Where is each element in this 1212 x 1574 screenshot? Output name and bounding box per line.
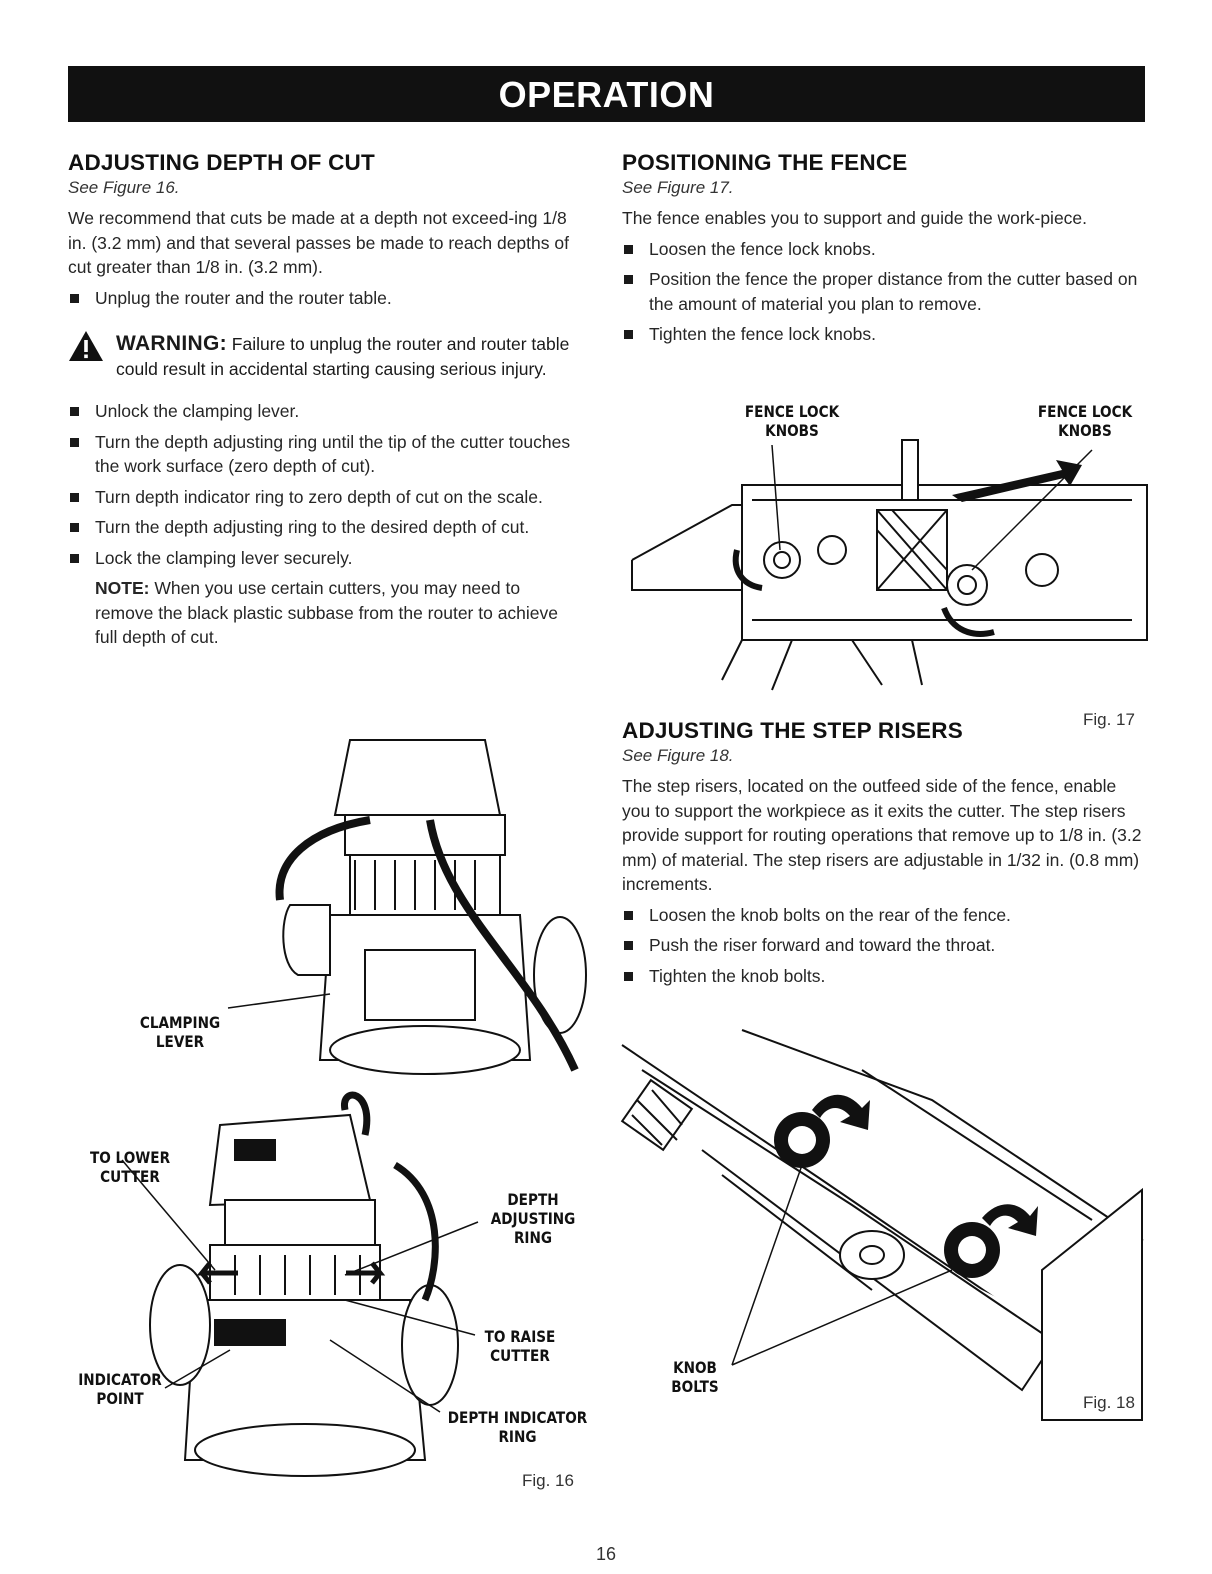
list-item: Loosen the knob bolts on the rear of the…: [622, 903, 1147, 928]
list-item: Turn depth indicator ring to zero depth …: [68, 485, 578, 510]
fence-illustration: [631, 439, 1148, 691]
callout-fence-lock-knobs-left: FENCE LOCK KNOBS: [744, 402, 840, 440]
see-figure-17: See Figure 17.: [622, 178, 734, 197]
depth-bullets-2: Unlock the clamping lever. Turn the dept…: [68, 399, 578, 570]
fig-17-label: Fig. 17: [1083, 710, 1135, 729]
see-figure-18: See Figure 18.: [622, 746, 734, 765]
list-item: Loosen the fence lock knobs.: [622, 237, 1147, 262]
fig-18-label: Fig. 18: [1083, 1393, 1135, 1412]
warning-block: WARNING: Failure to unplug the router an…: [68, 331, 578, 381]
risers-bullets: Loosen the knob bolts on the rear of the…: [622, 903, 1147, 989]
callout-knob-bolts: KNOB BOLTS: [671, 1358, 719, 1396]
depth-bullets-1: Unplug the router and the router table.: [68, 286, 578, 311]
see-figure-16: See Figure 16.: [68, 178, 180, 197]
fence-intro: The fence enables you to support and gui…: [622, 208, 1088, 228]
right-column-risers: ADJUSTING THE STEP RISERS See Figure 18.…: [622, 718, 1147, 994]
fence-heading: POSITIONING THE FENCE: [622, 150, 908, 175]
callout-depth-indicator-ring: DEPTH INDICATOR RING: [447, 1408, 588, 1446]
router-illustration-top: [275, 739, 587, 1075]
fence-bullets: Loosen the fence lock knobs. Position th…: [622, 237, 1147, 347]
fig-16-label: Fig. 16: [522, 1471, 574, 1490]
note-block: NOTE: When you use certain cutters, you …: [68, 576, 578, 650]
section-banner: OPERATION: [68, 66, 1145, 122]
callout-fence-lock-knobs-right: FENCE LOCK KNOBS: [1037, 402, 1133, 440]
router-illustration-bottom: [149, 1091, 459, 1477]
warning-icon: [69, 331, 103, 361]
warning-text: Failure to unplug the router and router …: [116, 334, 570, 379]
list-item: Push the riser forward and toward the th…: [622, 933, 1147, 958]
note-text: When you use certain cutters, you may ne…: [95, 578, 559, 647]
list-item: Turn the depth adjusting ring to the des…: [68, 515, 578, 540]
list-item: Tighten the knob bolts.: [622, 964, 1147, 989]
callout-depth-adjusting-ring: DEPTH ADJUSTING RING: [490, 1190, 576, 1247]
callout-to-raise-cutter: TO RAISE CUTTER: [484, 1327, 556, 1365]
callout-indicator-point: INDICATOR POINT: [78, 1370, 162, 1408]
list-item: Turn the depth adjusting ring until the …: [68, 430, 578, 479]
step-riser-illustration: [620, 1029, 1144, 1421]
list-item: Unplug the router and the router table.: [68, 286, 578, 311]
warning-label: WARNING:: [116, 332, 227, 355]
page-number: 16: [595, 1544, 617, 1564]
note-label: NOTE:: [95, 578, 150, 598]
right-column-fence: POSITIONING THE FENCE See Figure 17. The…: [622, 150, 1147, 353]
risers-intro: The step risers, located on the outfeed …: [622, 776, 1142, 894]
list-item: Tighten the fence lock knobs.: [622, 322, 1147, 347]
callout-to-lower-cutter: TO LOWER CUTTER: [89, 1148, 171, 1186]
list-item: Lock the clamping lever securely.: [68, 546, 578, 571]
depth-of-cut-heading: ADJUSTING DEPTH OF CUT: [68, 150, 375, 175]
depth-intro: We recommend that cuts be made at a dept…: [68, 208, 569, 277]
risers-heading: ADJUSTING THE STEP RISERS: [622, 718, 963, 743]
list-item: Position the fence the proper distance f…: [622, 267, 1147, 316]
callout-clamping-lever: CLAMPING LEVER: [139, 1013, 221, 1051]
list-item: Unlock the clamping lever.: [68, 399, 578, 424]
left-column: ADJUSTING DEPTH OF CUT See Figure 16. We…: [68, 150, 578, 650]
